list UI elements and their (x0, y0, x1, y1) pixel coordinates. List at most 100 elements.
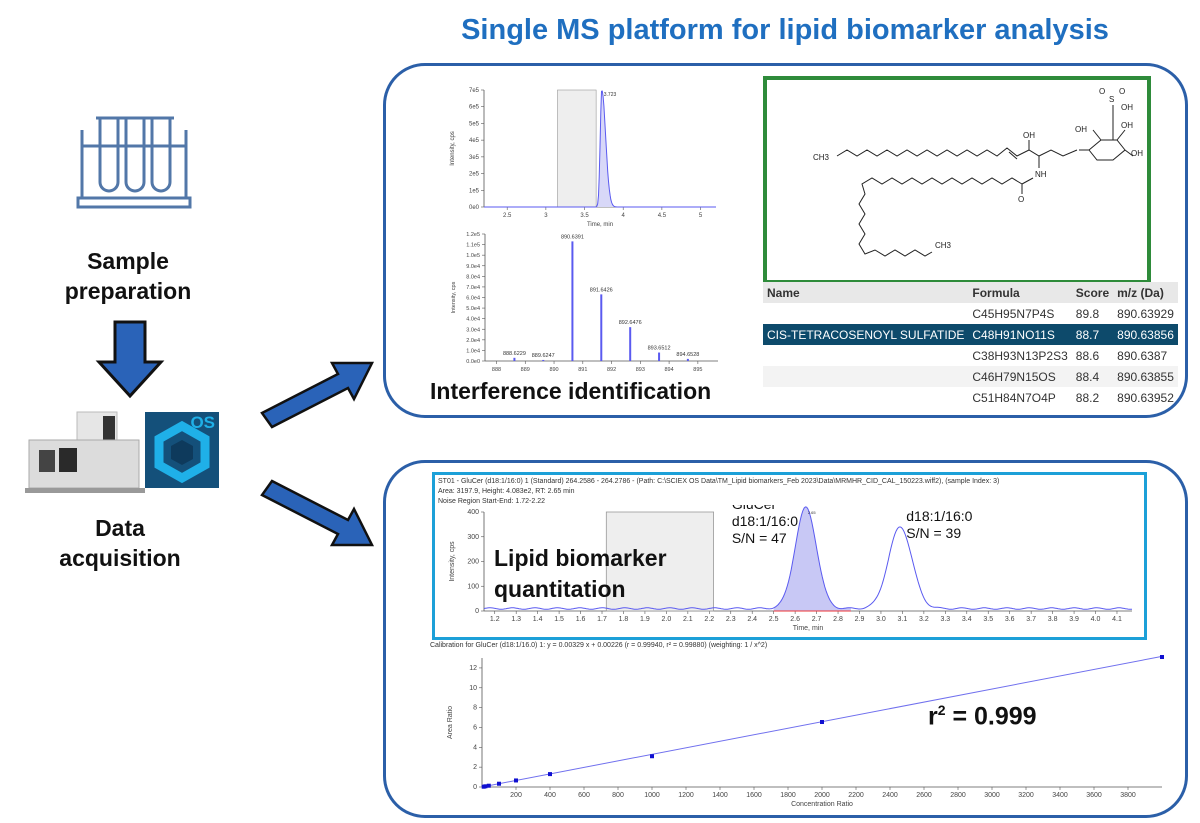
x-tick-label: 1.9 (640, 616, 650, 623)
calibration-point (548, 772, 552, 777)
table-cell: C48H91NO11S (968, 324, 1072, 345)
peak-label: 890.6391 (561, 234, 584, 240)
column-header[interactable]: m/z (Da) (1113, 282, 1178, 303)
y-tick-label: 12 (469, 665, 477, 672)
column-header[interactable]: Formula (968, 282, 1072, 303)
table-cell: 890.63855 (1113, 366, 1178, 387)
x-tick-label: 2.6 (790, 616, 800, 623)
y-tick-label: 100 (467, 583, 479, 590)
table-cell: 88.6 (1075, 348, 1100, 363)
y-axis-label: Intensity, cps (450, 131, 456, 166)
table-cell: C45H95N7P4S (972, 306, 1055, 321)
column-header[interactable]: Name (763, 282, 969, 303)
x-tick-label: 2.5 (503, 213, 512, 219)
y-tick-label: 1.2e5 (466, 232, 480, 238)
y-tick-label: 4e5 (469, 138, 480, 144)
table-cell: 88.4 (1071, 366, 1114, 387)
x-tick-label: 3800 (1120, 792, 1136, 799)
table-cell (763, 303, 968, 324)
x-tick-label: 3400 (1052, 792, 1068, 799)
xic-trace (484, 90, 716, 208)
calibration-point (650, 754, 654, 759)
y-tick-label: 4 (473, 744, 477, 751)
x-tick-label: 3.5 (983, 616, 993, 623)
x-tick-label: 2400 (882, 792, 898, 799)
x-tick-label: 1.2 (490, 616, 500, 623)
y-tick-label: 1.1e5 (466, 243, 480, 249)
y-tick-label: 2.0e4 (466, 338, 480, 344)
x-tick-label: 2.4 (747, 616, 757, 623)
x-tick-label: 1.7 (597, 616, 607, 623)
x-tick-label: 3600 (1086, 792, 1102, 799)
table-cell (763, 345, 968, 366)
peak-sn: S/N = 39 (906, 525, 961, 541)
peak-area (773, 506, 851, 611)
x-tick-label: 3.6 (1005, 616, 1015, 623)
atom-label: CH3 (935, 241, 952, 250)
test-tube-rack-icon (76, 116, 192, 209)
y-tick-label: 3.0e4 (466, 327, 480, 333)
x-tick-label: 3000 (984, 792, 1000, 799)
table-cell: C38H93N13P2S3 (972, 348, 1068, 363)
x-tick-label: 888 (492, 367, 501, 373)
table-cell: C51H84N7O4P (972, 390, 1056, 405)
x-tick-label: 2800 (950, 792, 966, 799)
chromatogram-box: ST01 - GluCer (d18:1/16:0) 1 (Standard) … (432, 472, 1147, 640)
table-cell: 890.63856 (1113, 324, 1178, 345)
peak-area (596, 90, 624, 207)
y-tick-label: 0 (473, 784, 477, 791)
chromatogram-header: ST01 - GluCer (d18:1/16:0) 1 (Standard) … (438, 478, 1000, 485)
r-symbol: r (928, 702, 938, 731)
y-tick-label: 400 (467, 509, 479, 516)
x-tick-label: 893 (636, 367, 645, 373)
sciex-os-logo: OS (145, 412, 219, 488)
table-cell: 88.7 (1071, 324, 1114, 345)
column-header[interactable]: Score (1071, 282, 1114, 303)
atom-label: OH (1121, 103, 1133, 112)
y-tick-label: 300 (467, 534, 479, 541)
x-tick-label: 4.5 (658, 213, 667, 219)
y-axis-label: Intensity, cps (449, 541, 456, 582)
atom-label: O (1099, 87, 1105, 96)
calibration-point (514, 778, 518, 783)
x-axis-label: Time, min (587, 222, 613, 227)
x-tick-label: 3.5 (580, 213, 589, 219)
r-squared-value: = 0.999 (945, 702, 1037, 731)
y-tick-label: 5e5 (469, 121, 480, 127)
x-tick-label: 3.8 (1048, 616, 1058, 623)
x-tick-label: 2200 (848, 792, 864, 799)
y-tick-label: 0 (475, 608, 479, 615)
sulfatide-structure: CH3 OH NH O OH OH OH S O O OH CH3 (813, 87, 1143, 257)
x-tick-label: 3.2 (919, 616, 929, 623)
label-line: Lipid biomarker (494, 545, 667, 571)
table-cell: C46H79N15OS (968, 366, 1072, 387)
x-tick-label: 1000 (644, 792, 660, 799)
x-tick-label: 3200 (1018, 792, 1034, 799)
label-line: preparation (64, 278, 192, 304)
page-title: Single MS platform for lipid biomarker a… (461, 14, 1109, 46)
y-tick-label: 200 (467, 559, 479, 566)
x-tick-label: 1.3 (511, 616, 521, 623)
table-cell (763, 366, 969, 387)
x-tick-label: 1200 (678, 792, 694, 799)
table-cell: 890.63929 (1117, 306, 1174, 321)
x-tick-label: 894 (665, 367, 674, 373)
x-axis-label: Concentration Ratio (791, 801, 853, 808)
x-tick-label: 2.8 (833, 616, 843, 623)
atom-label: CH3 (813, 153, 830, 162)
x-tick-label: 890 (549, 367, 558, 373)
chromatogram-trace (483, 506, 1133, 610)
y-tick-label: 5.0e4 (466, 306, 480, 312)
table-cell: CIS-TETRACOSENOYL SULFATIDE (763, 324, 969, 345)
x-tick-label: 400 (544, 792, 556, 799)
peak-lipid: d18:1/16:0 (732, 513, 798, 529)
